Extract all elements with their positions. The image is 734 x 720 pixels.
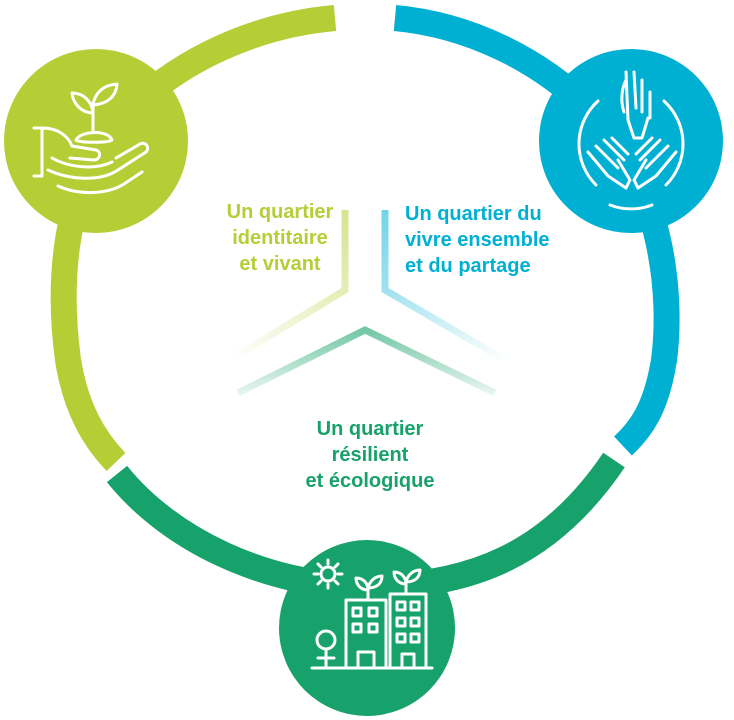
- label-right-line3: et du partage: [405, 255, 531, 277]
- label-left-line2: identitaire: [232, 227, 328, 249]
- label-bottom-line1: Un quartier: [316, 418, 424, 440]
- label-right-line2: vivre ensemble: [405, 229, 550, 251]
- node-resilient: [279, 540, 455, 716]
- divider-line-left: [228, 210, 349, 363]
- divider-line-bottom: [236, 326, 497, 397]
- label-left-line1: Un quartier: [226, 201, 334, 223]
- label-left-line3: et vivant: [239, 253, 321, 275]
- plant-in-hands-icon: [32, 82, 150, 195]
- label-quartier-identitaire: Un quartier identitaire et vivant: [180, 199, 380, 277]
- node-vivre-ensemble: [539, 49, 723, 233]
- green-buildings-icon: [310, 558, 434, 670]
- label-quartier-resilient: Un quartier résilient et écologique: [270, 416, 470, 494]
- joined-hands-icon: [577, 70, 685, 211]
- node-identitaire: [4, 49, 188, 233]
- label-bottom-line2: résilient: [331, 444, 409, 466]
- divider-line-right: [381, 210, 507, 364]
- label-quartier-vivre-ensemble: Un quartier du vivre ensemble et du part…: [405, 201, 605, 279]
- label-bottom-line3: et écologique: [305, 470, 435, 492]
- label-right-line1: Un quartier du: [405, 203, 542, 225]
